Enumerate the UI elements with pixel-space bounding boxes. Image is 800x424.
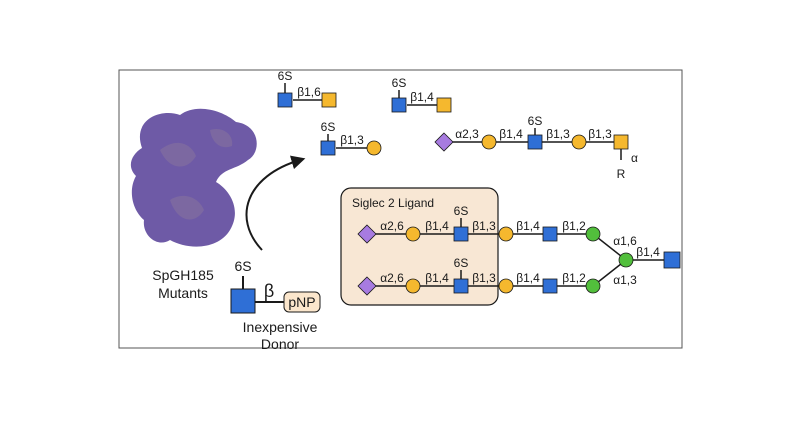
donor-caption-line1: Inexpensive [243, 319, 318, 335]
bottom-linkage-5: β1,2 [562, 271, 586, 285]
bottom-glcnac-square-2 [542, 278, 558, 294]
n-glycan: α2,6 β1,4 6S β1,3 β1,4 β1,2 α1,6 α2,6 β1… [357, 204, 681, 296]
reaction-arrow [245, 155, 306, 251]
product-4-linkage-2: β1,4 [499, 127, 523, 141]
product-4: α2,3 β1,4 6S β1,3 β1,3 α R [434, 114, 638, 181]
bottom-man-circle [585, 278, 601, 294]
top-linkage-1: α2,6 [380, 219, 404, 233]
product-3-linkage: β1,3 [340, 133, 364, 147]
product-2-linkage: β1,4 [410, 90, 434, 104]
bottom-sulfate-label: 6S [454, 256, 469, 270]
donor-glcnac-square [230, 288, 256, 314]
product-1-sulfate-label: 6S [278, 69, 293, 83]
product-4-glcnac-square [527, 134, 543, 150]
donor-caption-line2: Donor [261, 336, 299, 352]
enzyme-name-line1: SpGH185 [152, 267, 214, 283]
product-1-galnac-square [321, 92, 337, 108]
top-gal-circle-2 [498, 226, 514, 242]
bottom-sia-diamond [357, 276, 377, 296]
top-man-circle [585, 226, 601, 242]
top-sulfate-label: 6S [454, 204, 469, 218]
product-3-glcnac-square [320, 140, 336, 156]
top-glcnac-square-2 [542, 226, 558, 242]
product-3: 6S β1,3 [320, 120, 382, 156]
siglec-ligand-title: Siglec 2 Ligand [352, 196, 434, 210]
siglec-ligand-box [340, 187, 499, 306]
product-4-linkage-4: β1,3 [588, 127, 612, 141]
donor-sulfate-label: 6S [234, 258, 251, 274]
product-4-gal-circle-2 [571, 134, 587, 150]
bottom-linkage-3: β1,3 [472, 271, 496, 285]
product-4-gal-circle-1 [481, 134, 497, 150]
pnp-label: pNP [288, 294, 315, 310]
bottom-gal-circle-1 [405, 278, 421, 294]
product-4-galnac-square [613, 134, 629, 150]
bottom-linkage-6: α1,3 [613, 273, 637, 287]
product-4-linkage-1: α2,3 [455, 127, 479, 141]
product-2-sulfate-label: 6S [392, 76, 407, 90]
top-sia-diamond [357, 224, 377, 244]
donor-group: 6S β pNP Inexpensive Donor [230, 258, 321, 352]
bottom-glcnac-square-1 [453, 278, 469, 294]
product-2: 6S β1,4 [391, 76, 452, 113]
bottom-linkage-2: β1,4 [425, 271, 449, 285]
core-glcnac-square [663, 251, 681, 269]
enzyme-blob [130, 108, 257, 247]
top-linkage-3: β1,3 [472, 219, 496, 233]
top-linkage-5: β1,2 [562, 219, 586, 233]
top-glcnac-square-1 [453, 226, 469, 242]
enzyme-name-line2: Mutants [158, 285, 208, 301]
top-linkage-2: β1,4 [425, 219, 449, 233]
product-2-galnac-square [436, 97, 452, 113]
core-man-circle [618, 252, 634, 268]
core-linkage: β1,4 [636, 245, 660, 259]
product-3-sulfate-label: 6S [321, 120, 336, 134]
product-4-r-label: R [617, 167, 626, 181]
product-1-glcnac-square [277, 92, 293, 108]
bottom-gal-circle-2 [498, 278, 514, 294]
top-linkage-6: α1,6 [613, 234, 637, 248]
product-1-linkage: β1,6 [297, 85, 321, 99]
bottom-linkage-4: β1,4 [516, 271, 540, 285]
top-linkage-4: β1,4 [516, 219, 540, 233]
product-2-glcnac-square [391, 97, 407, 113]
product-1: 6S β1,6 [277, 69, 337, 108]
pnp-box [283, 291, 321, 313]
product-4-alpha-label: α [631, 151, 638, 165]
product-4-linkage-3: β1,3 [546, 127, 570, 141]
product-4-sia-diamond [434, 132, 454, 152]
product-3-gal-circle [366, 140, 382, 156]
product-4-sulfate-label: 6S [528, 114, 543, 128]
bottom-linkage-1: α2,6 [380, 271, 404, 285]
donor-beta-label: β [264, 281, 274, 301]
top-gal-circle-1 [405, 226, 421, 242]
